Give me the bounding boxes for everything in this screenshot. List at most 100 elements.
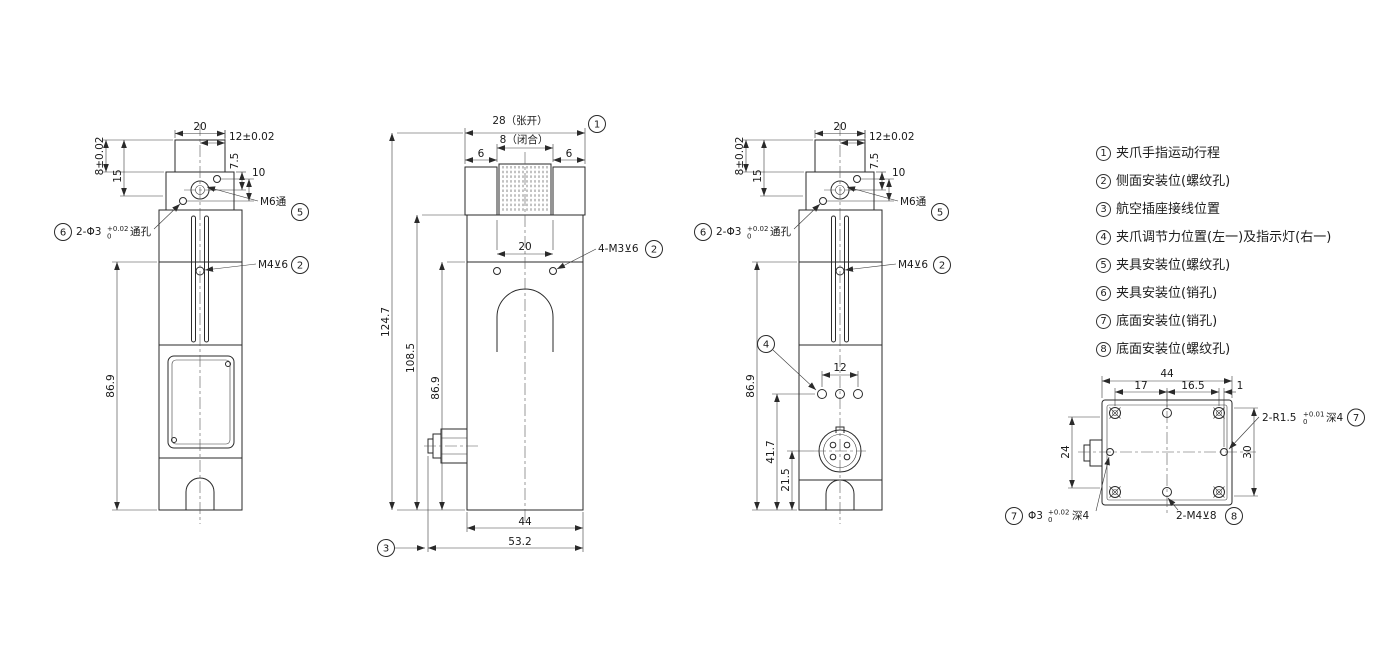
balloon-2: 2 [291, 256, 309, 274]
phi3-tol-upper: +0.02 [1048, 509, 1069, 517]
dim-8-label: 8±0.02 [734, 137, 746, 176]
svg-text:5: 5 [937, 208, 943, 219]
part-outline [158, 124, 243, 524]
svg-text:4: 4 [763, 340, 769, 351]
phi3-label: 2-Φ3 [716, 226, 741, 238]
r15-label: 2-R1.5 [1262, 412, 1296, 424]
leaders: M6通 5 6 2-Φ3 +0.02 0 通孔 M4⊻6 2 4 [694, 186, 951, 391]
phi3-label: Φ3 [1028, 510, 1043, 522]
balloon-5: 5 [291, 203, 309, 221]
r15-suffix: 深4 [1326, 412, 1344, 424]
note-label: 夹爪手指运动行程 [1116, 146, 1221, 161]
svg-text:2: 2 [297, 261, 303, 272]
balloon-5: 5 [931, 203, 949, 221]
finger-slot [844, 215, 849, 343]
finger-slot [831, 215, 836, 343]
phi3-tol-lower: 0 [107, 233, 111, 241]
phi3-label: 2-Φ3 [76, 226, 101, 238]
phi3-tol-upper: +0.02 [107, 225, 128, 233]
bottom-notch [185, 477, 215, 510]
svg-text:1: 1 [594, 120, 600, 131]
balloon-6: 6 [694, 223, 712, 241]
dim-open-label: 28（张开） [492, 115, 547, 127]
dimensions: 28（张开） 1 8（闭合） 6 6 20 4-M3⊻6 2 [377, 115, 663, 557]
m3-label: 4-M3⊻6 [598, 243, 639, 255]
svg-text:6: 6 [700, 228, 706, 239]
dim-21-5-label: 21.5 [780, 468, 792, 491]
note-item-5: 5 夹具安装位(螺纹孔) [1096, 252, 1331, 280]
m4-label: 2-M4⊻8 [1176, 510, 1217, 522]
phi3-suffix: 通孔 [770, 225, 791, 238]
svg-text:3: 3 [383, 544, 389, 555]
side-view: 28（张开） 1 8（闭合） 6 6 20 4-M3⊻6 2 [377, 115, 663, 557]
part-outline [424, 152, 586, 522]
dim-86-9-label: 86.9 [745, 374, 757, 397]
dimensions: 20 12±0.02 8±0.02 15 7.5 10 [94, 121, 275, 511]
leaders: 2-R1.5 +0.01 0 深4 7 7 Φ3 +0.02 0 深4 2-M4… [1005, 408, 1365, 525]
pin-hole [853, 175, 861, 183]
dim-20-label: 20 [518, 241, 531, 253]
m4-label: M4⊻6 [258, 259, 288, 271]
m3-hole [549, 267, 557, 275]
dim-86-9-label: 86.9 [430, 376, 442, 399]
dim-10-label: 10 [892, 167, 905, 179]
m3-hole [493, 267, 501, 275]
dim-124-7-label: 124.7 [380, 307, 392, 337]
m6-label: M6通 [900, 196, 927, 208]
svg-text:2: 2 [939, 261, 945, 272]
leaders: M6通 5 6 2-Φ3 +0.02 0 通孔 M4⊻6 2 [54, 186, 309, 274]
note-label: 夹具安装位(螺纹孔) [1116, 258, 1231, 273]
dim-24-label: 24 [1060, 445, 1072, 459]
note-number: 3 [1096, 202, 1111, 217]
dimensions: 44 17 16.5 1 24 30 [1060, 368, 1258, 497]
m6-label: M6通 [260, 196, 287, 208]
svg-text:5: 5 [297, 208, 303, 219]
front-view-connector: 20 12±0.02 8±0.02 15 7.5 10 12 [694, 121, 951, 524]
note-number: 4 [1096, 230, 1111, 245]
dim-10-label: 10 [252, 167, 265, 179]
note-label: 航空插座接线位置 [1116, 202, 1221, 217]
balloon-2: 2 [645, 240, 663, 258]
pin-hole [819, 197, 827, 205]
pin-hole [213, 175, 221, 183]
dim-12-label: 12±0.02 [229, 131, 275, 143]
r15-tol-lower: 0 [1303, 418, 1307, 426]
balloon-1: 1 [588, 115, 606, 133]
dimensions: 20 12±0.02 8±0.02 15 7.5 10 12 [734, 121, 915, 511]
side-connector [1089, 439, 1103, 467]
dim-20-label: 20 [193, 121, 206, 133]
dim-12-label: 12±0.02 [869, 131, 915, 143]
dim-1-label: 1 [1237, 380, 1244, 392]
dim-20-label: 20 [833, 121, 846, 133]
note-number: 6 [1096, 286, 1111, 301]
note-number: 7 [1096, 314, 1111, 329]
phi3-tol-lower: 0 [1048, 516, 1052, 524]
note-label: 侧面安装位(螺纹孔) [1116, 174, 1231, 189]
note-number: 8 [1096, 342, 1111, 357]
part-outline [798, 124, 883, 524]
dim-86-9-label: 86.9 [105, 374, 117, 397]
note-label: 底面安装位(销孔) [1116, 314, 1218, 329]
balloon-7: 7 [1347, 408, 1365, 427]
part-outline [1078, 390, 1256, 515]
finger-slot [204, 215, 209, 343]
label-plate [167, 355, 235, 449]
svg-text:6: 6 [60, 228, 66, 239]
corner-screw-hole [1109, 407, 1121, 419]
bottom-notch [825, 479, 855, 510]
balloon-2: 2 [933, 256, 951, 274]
balloon-8: 8 [1225, 507, 1243, 525]
indicator-hole [853, 389, 863, 399]
dim-41-7-label: 41.7 [765, 440, 777, 463]
m4-label: M4⊻6 [898, 259, 928, 271]
note-number: 5 [1096, 258, 1111, 273]
finger-slot [191, 215, 196, 343]
gripper-finger-left [464, 166, 498, 216]
